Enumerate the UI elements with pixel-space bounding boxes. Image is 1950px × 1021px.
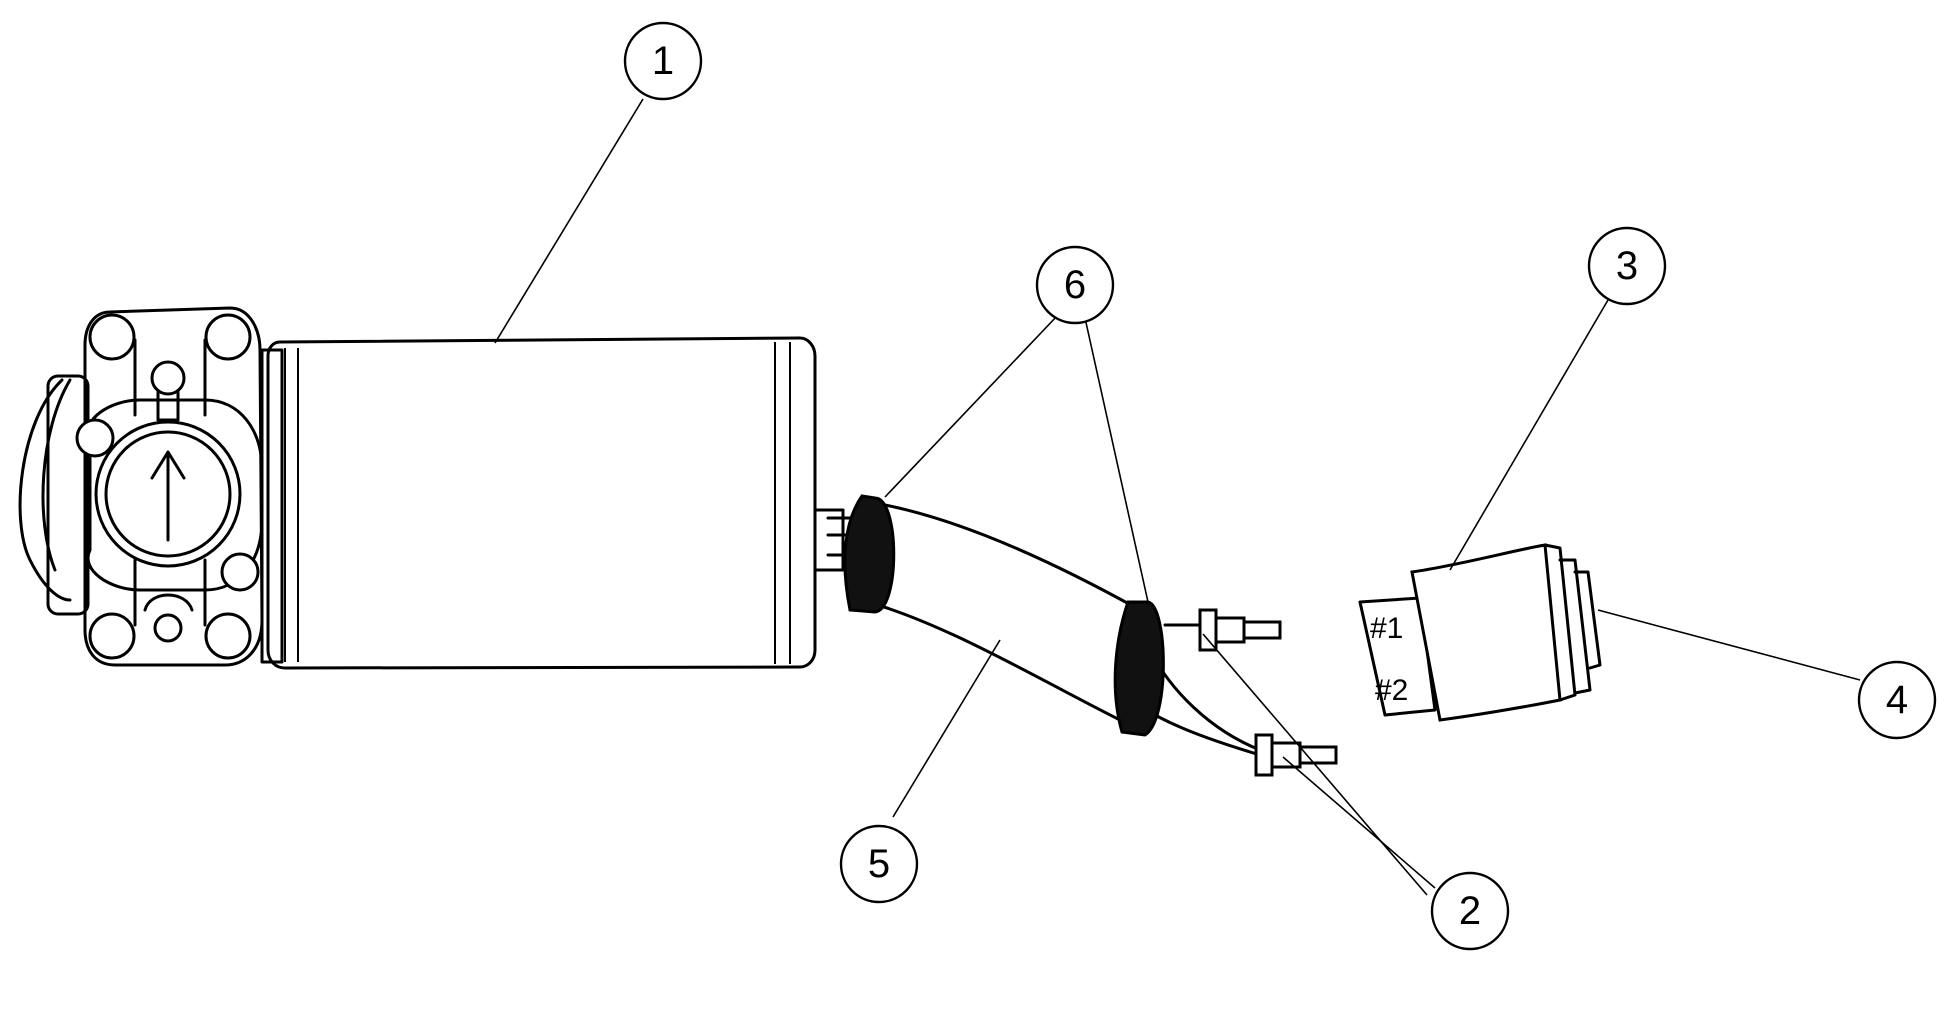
callout-4: 4 — [1857, 660, 1937, 740]
callout-1: 1 — [623, 21, 703, 101]
callout-2: 2 — [1430, 871, 1510, 951]
callout-6-label: 6 — [1064, 263, 1086, 307]
pump-head — [18, 306, 264, 667]
leader-4 — [1597, 609, 1861, 681]
callout-5-label: 5 — [868, 842, 890, 886]
terminal-label-1: #1 — [1370, 612, 1403, 645]
leader-3 — [1449, 299, 1609, 571]
switch-assembly: #1 #2 — [1358, 543, 1602, 722]
callout-3-label: 3 — [1616, 244, 1638, 288]
leader-1 — [494, 98, 644, 344]
boot-band-left — [843, 494, 896, 614]
callout-5: 5 — [839, 824, 919, 904]
callout-3: 3 — [1587, 226, 1667, 306]
callout-1-label: 1 — [652, 39, 674, 83]
leader-2b — [1282, 756, 1436, 889]
terminal-label-2: #2 — [1375, 674, 1408, 707]
motor-housing — [260, 336, 857, 670]
leader-6a — [884, 314, 1059, 498]
leader-6b — [1084, 317, 1149, 603]
terminal-lower — [1254, 733, 1338, 777]
leader-lines — [494, 98, 1861, 896]
callout-4-label: 4 — [1886, 678, 1908, 722]
callout-2-label: 2 — [1459, 889, 1481, 933]
callout-6: 6 — [1035, 245, 1115, 325]
leader-2a — [1202, 633, 1428, 896]
terminal-upper — [1163, 608, 1282, 652]
boot-band-right — [1113, 600, 1165, 737]
leader-5 — [892, 639, 1001, 818]
